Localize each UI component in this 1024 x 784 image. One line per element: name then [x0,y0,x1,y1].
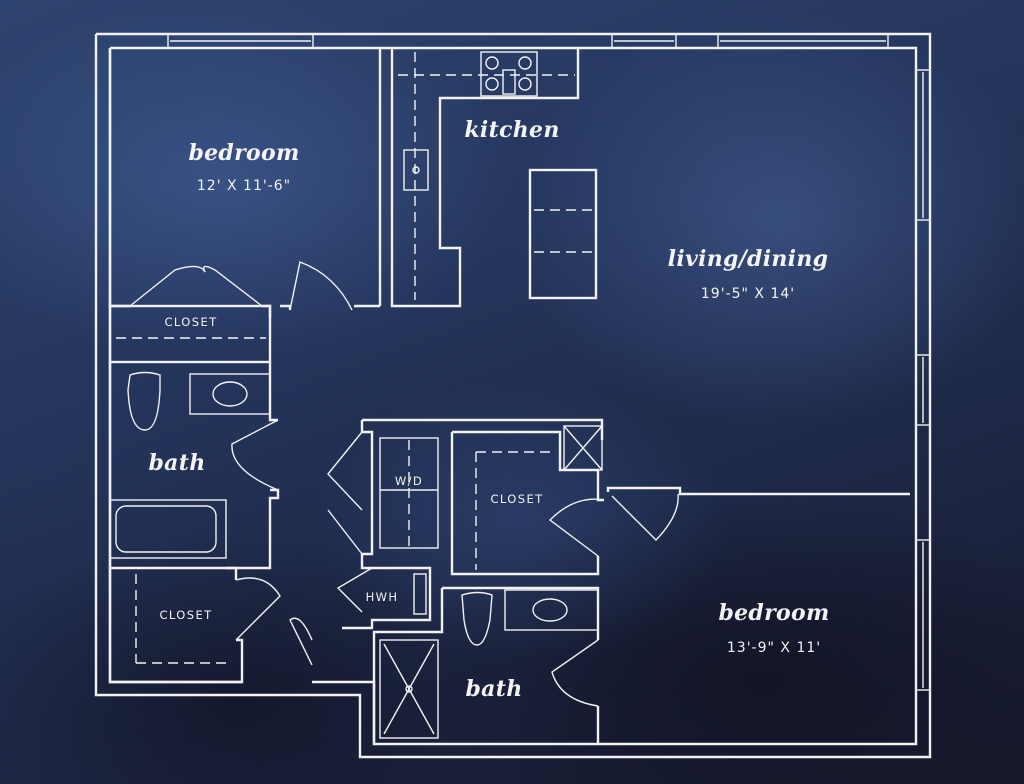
closet-1-walls [108,304,272,364]
bedroom-2-walls [606,486,910,542]
bedroom-1-label: bedroom [188,140,300,166]
bath-2-walls [372,586,600,744]
washer-dryer-label: W/D [394,474,424,488]
living-dining-dimensions: 19'-5" X 14' [700,286,796,302]
bedroom-2-label: bedroom [718,600,830,626]
closet-3-walls [450,425,605,576]
bedroom-1-dimensions: 12' X 11'-6" [196,178,292,194]
closet-3-label: CLOSET [490,492,544,506]
kitchen-label: kitchen [464,117,560,143]
closet-1-label: CLOSET [164,315,218,329]
windows [167,33,931,691]
closet-2-label: CLOSET [159,608,213,622]
water-heater-label: HWH [365,590,399,604]
kitchen-fixtures [390,48,598,308]
bath-2-label: bath [465,676,523,702]
living-dining-label: living/dining [667,246,829,272]
bath-1-walls [108,362,280,570]
closet-2-walls [108,566,313,684]
bath-1-label: bath [148,450,206,476]
bedroom-2-dimensions: 13'-9" X 11' [726,640,822,656]
